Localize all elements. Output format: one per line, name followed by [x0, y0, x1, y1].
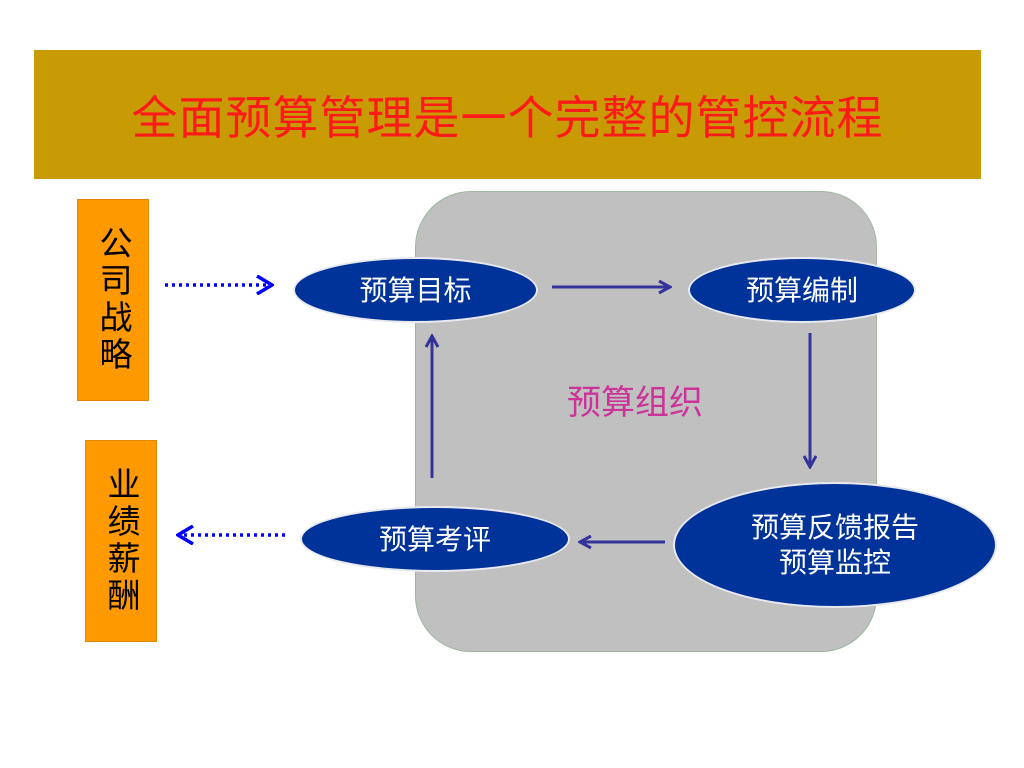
budget-target-label: 预算目标 [359, 273, 472, 307]
performance-reward-box: 业绩薪酬 [85, 440, 157, 642]
budget-organization-label: 预算组织 [567, 383, 703, 423]
title-bar: 全面预算管理是一个完整的管控流程 [34, 50, 981, 179]
slide-title: 全面预算管理是一个完整的管控流程 [131, 90, 884, 145]
budget-feedback-label-line2: 预算监控 [778, 546, 891, 579]
budget-feedback-label-line1: 预算反馈报告 [750, 511, 919, 544]
budget-evaluation-label: 预算考评 [378, 522, 491, 556]
budget-preparation-node: 预算编制 [688, 257, 916, 323]
budget-feedback-node: 预算反馈报告 预算监控 [673, 482, 997, 608]
budget-evaluation-node: 预算考评 [300, 506, 570, 572]
budget-preparation-label: 预算编制 [745, 273, 858, 307]
budget-target-node: 预算目标 [293, 257, 538, 323]
company-strategy-box: 公司战略 [77, 199, 149, 401]
